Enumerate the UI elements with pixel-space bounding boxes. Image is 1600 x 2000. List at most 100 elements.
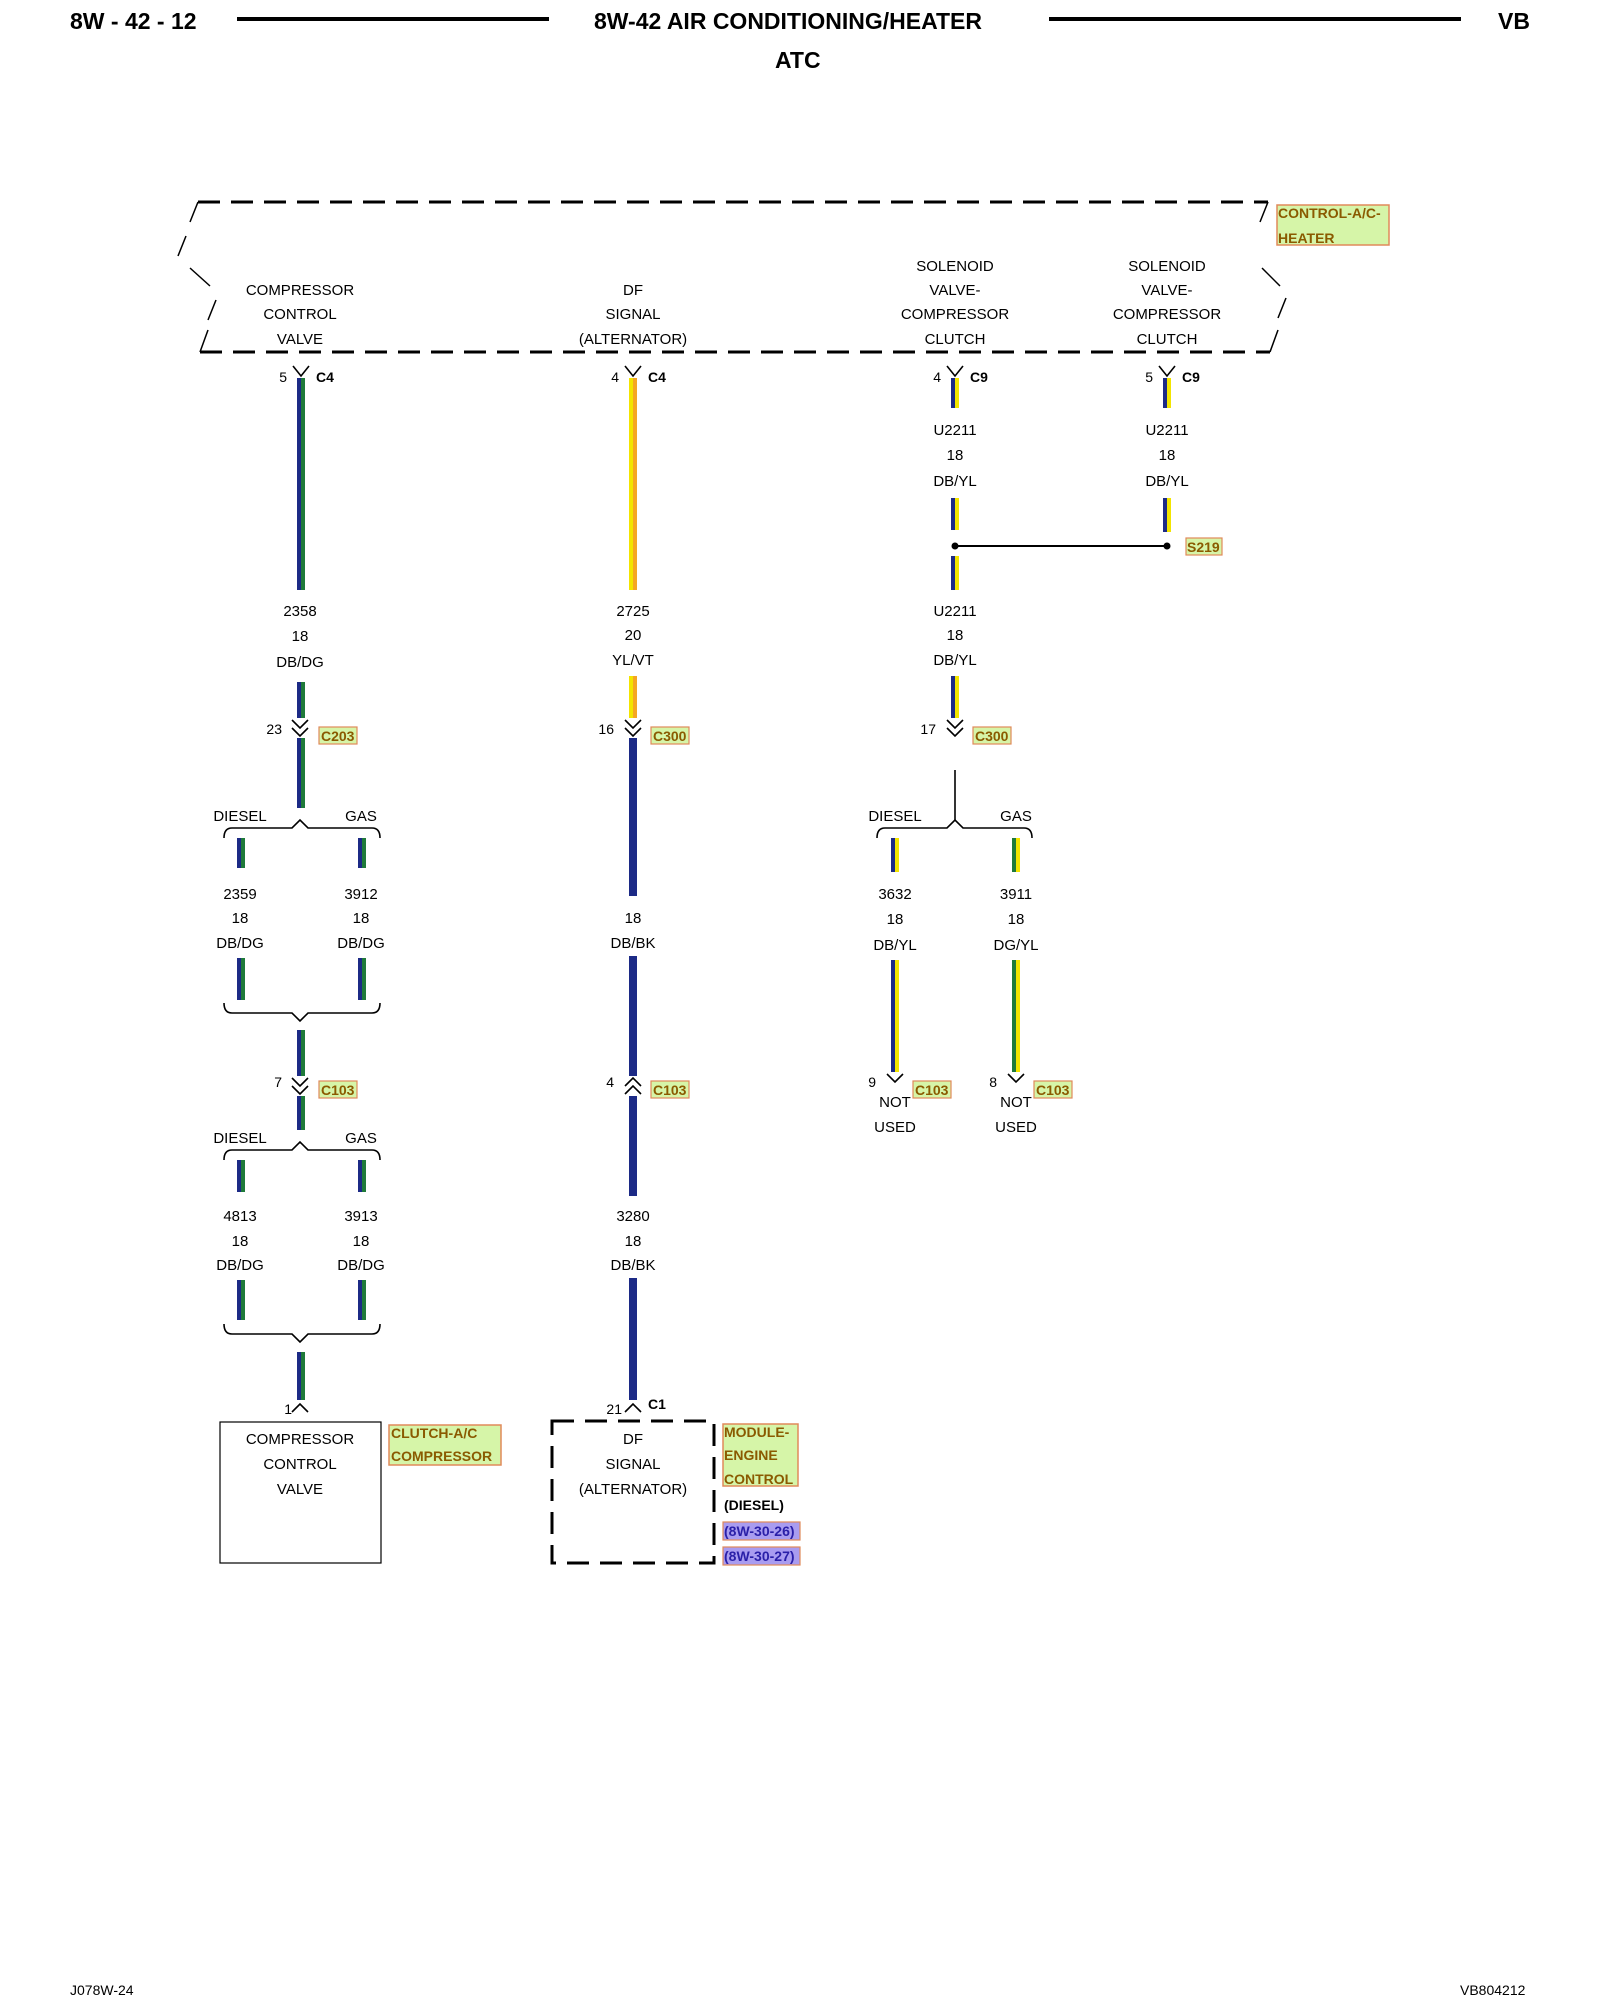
wire-gauge: 18 [232, 910, 249, 927]
wire-gauge: 18 [353, 910, 370, 927]
connector-label: C9 [1182, 369, 1200, 385]
header-rule-right [1049, 17, 1461, 21]
wire-color-code: DB/YL [1145, 473, 1188, 490]
wire-circuit: 2359 [223, 886, 256, 903]
page-ref-link[interactable] [722, 1546, 801, 1566]
wire-circuit: U2211 [933, 603, 976, 620]
wire-gauge: 18 [625, 1233, 642, 1250]
control-ac-heater-tag-line1: CONTROL-A/C- [1278, 205, 1381, 221]
wire-segment-stripe [633, 378, 637, 590]
wire-segment-stripe [895, 838, 899, 872]
pin-number: 17 [920, 721, 936, 737]
connector-label: C1 [648, 1396, 666, 1412]
pin-number: 23 [266, 721, 282, 737]
footer-right-code: VB804212 [1460, 1982, 1526, 1998]
wire-color-code: DG/YL [993, 937, 1038, 954]
wire-segment [951, 556, 955, 590]
component-label: COMPRESSOR [246, 1431, 355, 1448]
splice-dot [951, 542, 959, 550]
connector-tag-label: C300 [975, 728, 1009, 744]
wires [237, 378, 1171, 1400]
connector-label: C4 [316, 369, 334, 385]
header-rule-left [237, 17, 549, 21]
branch-label-diesel: DIESEL [213, 1130, 266, 1147]
pin-label-df-signal-line3: (ALTERNATOR) [579, 331, 687, 348]
branch-brackets [223, 770, 1033, 1344]
module-engine-control-tag [722, 1423, 799, 1487]
page-ref-link-label[interactable]: (8W-30-26) [724, 1523, 795, 1539]
wire-segment-stripe [241, 1280, 245, 1320]
wire-segment [629, 1278, 633, 1400]
footer-left-code: J078W-24 [70, 1982, 134, 1998]
pin-label-solenoid-a-line2: VALVE- [929, 282, 980, 299]
wire-segment-stripe [241, 958, 245, 1000]
wire-segment-stripe [301, 1030, 305, 1076]
pin-label-df-signal-line2: SIGNAL [605, 306, 660, 323]
wire-segment [358, 1280, 362, 1320]
component-label: (ALTERNATOR) [579, 1481, 687, 1498]
wire-circuit: 2725 [616, 603, 649, 620]
engine-control-module-box [550, 1419, 716, 1565]
pin-number: 4 [606, 1074, 614, 1090]
connector-tag [318, 726, 358, 745]
connector-tag [912, 1080, 952, 1099]
compressor-control-valve-box [219, 1421, 382, 1564]
control-ac-heater-tag [1276, 204, 1390, 246]
wire-circuit: 3280 [616, 1208, 649, 1225]
diesel-note: (DIESEL) [724, 1497, 784, 1513]
wire-segment-stripe [955, 676, 959, 718]
page-ref-link[interactable] [722, 1521, 801, 1541]
wire-segment-stripe [955, 378, 959, 408]
wire-segment-stripe [1167, 378, 1171, 408]
branch-label-gas: GAS [345, 1130, 377, 1147]
connector-tag-label: C203 [321, 728, 355, 744]
pin-label-df-signal-line1: DF [623, 282, 643, 299]
module-engine-control-tag-line1: MODULE- [724, 1424, 790, 1440]
wire-segment-stripe [633, 1096, 637, 1196]
wire-segment [951, 498, 955, 530]
wire-circuit: 3632 [878, 886, 911, 903]
pin-number: 8 [989, 1074, 997, 1090]
wire-segment-stripe [301, 738, 305, 808]
wire-segment [1163, 498, 1167, 532]
clutch-ac-compressor-tag [388, 1424, 502, 1466]
wire-circuit: U2211 [933, 422, 976, 439]
clutch-ac-compressor-tag-line1: CLUTCH-A/C [391, 1425, 477, 1441]
clutch-ac-compressor-tag-line2: COMPRESSOR [391, 1448, 492, 1464]
module-engine-control-tag-line2: ENGINE [724, 1447, 778, 1463]
wire-circuit: U2211 [1145, 422, 1188, 439]
wire-segment [297, 1030, 301, 1076]
wire-segment [891, 960, 895, 1072]
control-ac-heater-module [198, 200, 1270, 354]
bottom-pin-symbol [291, 1402, 309, 1413]
branch-label-gas: GAS [1000, 808, 1032, 825]
pin-number: 4 [611, 369, 619, 385]
wire-gauge: 18 [947, 627, 964, 644]
connector-tag [318, 1080, 358, 1099]
pin-label-solenoid-b-line1: SOLENOID [1128, 258, 1206, 275]
wire-gauge: 18 [887, 911, 904, 928]
wire-segment-stripe [895, 960, 899, 1072]
wire-segment-stripe [241, 838, 245, 868]
wire-segment-stripe [633, 1278, 637, 1400]
connector-label: C9 [970, 369, 988, 385]
branch-label-diesel: DIESEL [868, 808, 921, 825]
wire-segment [237, 958, 241, 1000]
wire-segment [629, 676, 633, 718]
wire-circuit: 2358 [283, 603, 316, 620]
module-engine-control-tag-line3: CONTROL [724, 1471, 794, 1487]
wire-segment [358, 958, 362, 1000]
wire-segment-stripe [301, 378, 305, 590]
wire-gauge: 18 [292, 628, 309, 645]
wire-color-code: DB/DG [337, 1257, 385, 1274]
branch-label-diesel: DIESEL [213, 808, 266, 825]
pin-number: 9 [868, 1074, 876, 1090]
wire-segment [891, 838, 895, 872]
wire-gauge: 18 [625, 910, 642, 927]
component-label: VALVE [277, 1481, 323, 1498]
page-ref-link-label[interactable]: (8W-30-27) [724, 1548, 795, 1564]
bottom-pin-symbol [624, 1402, 642, 1413]
pin-number: 5 [1145, 369, 1153, 385]
connector-tag [650, 1080, 690, 1099]
